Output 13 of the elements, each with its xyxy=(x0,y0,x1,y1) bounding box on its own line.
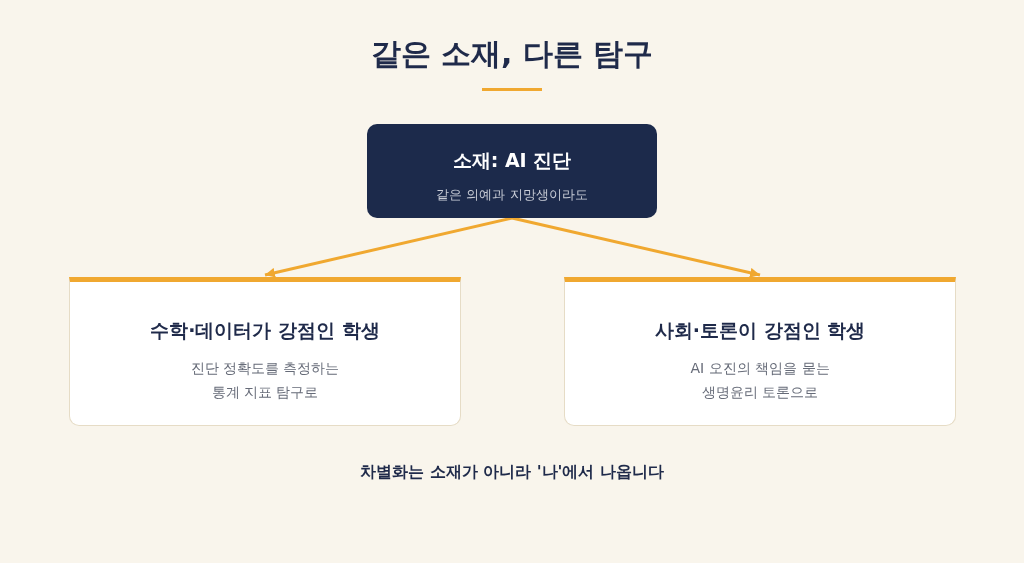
heading-text: 사회·토론이 강점인 학생 xyxy=(653,318,867,343)
arrow xyxy=(511,216,761,278)
heading-text: 수학·데이터가 강점인 학생 xyxy=(149,318,381,343)
description-text: 진단 정확도를 측정하는 통계 지표 탐구로 xyxy=(189,359,341,402)
strength-card xyxy=(564,277,956,426)
heading-text: 소재: AI 진단 xyxy=(451,148,573,173)
arrow xyxy=(264,216,513,278)
title: 같은 소재, 다른 탐구 xyxy=(369,35,655,73)
strength-card xyxy=(69,277,461,426)
topic-box xyxy=(367,124,657,218)
description-text: AI 오진의 책임을 묻는 생명윤리 토론으로 xyxy=(689,359,831,402)
note-text: 차별화는 소재가 아니라 '나'에서 나옵니다 xyxy=(358,462,666,483)
description-text: 같은 의예과 지망생이라도 xyxy=(435,186,589,204)
